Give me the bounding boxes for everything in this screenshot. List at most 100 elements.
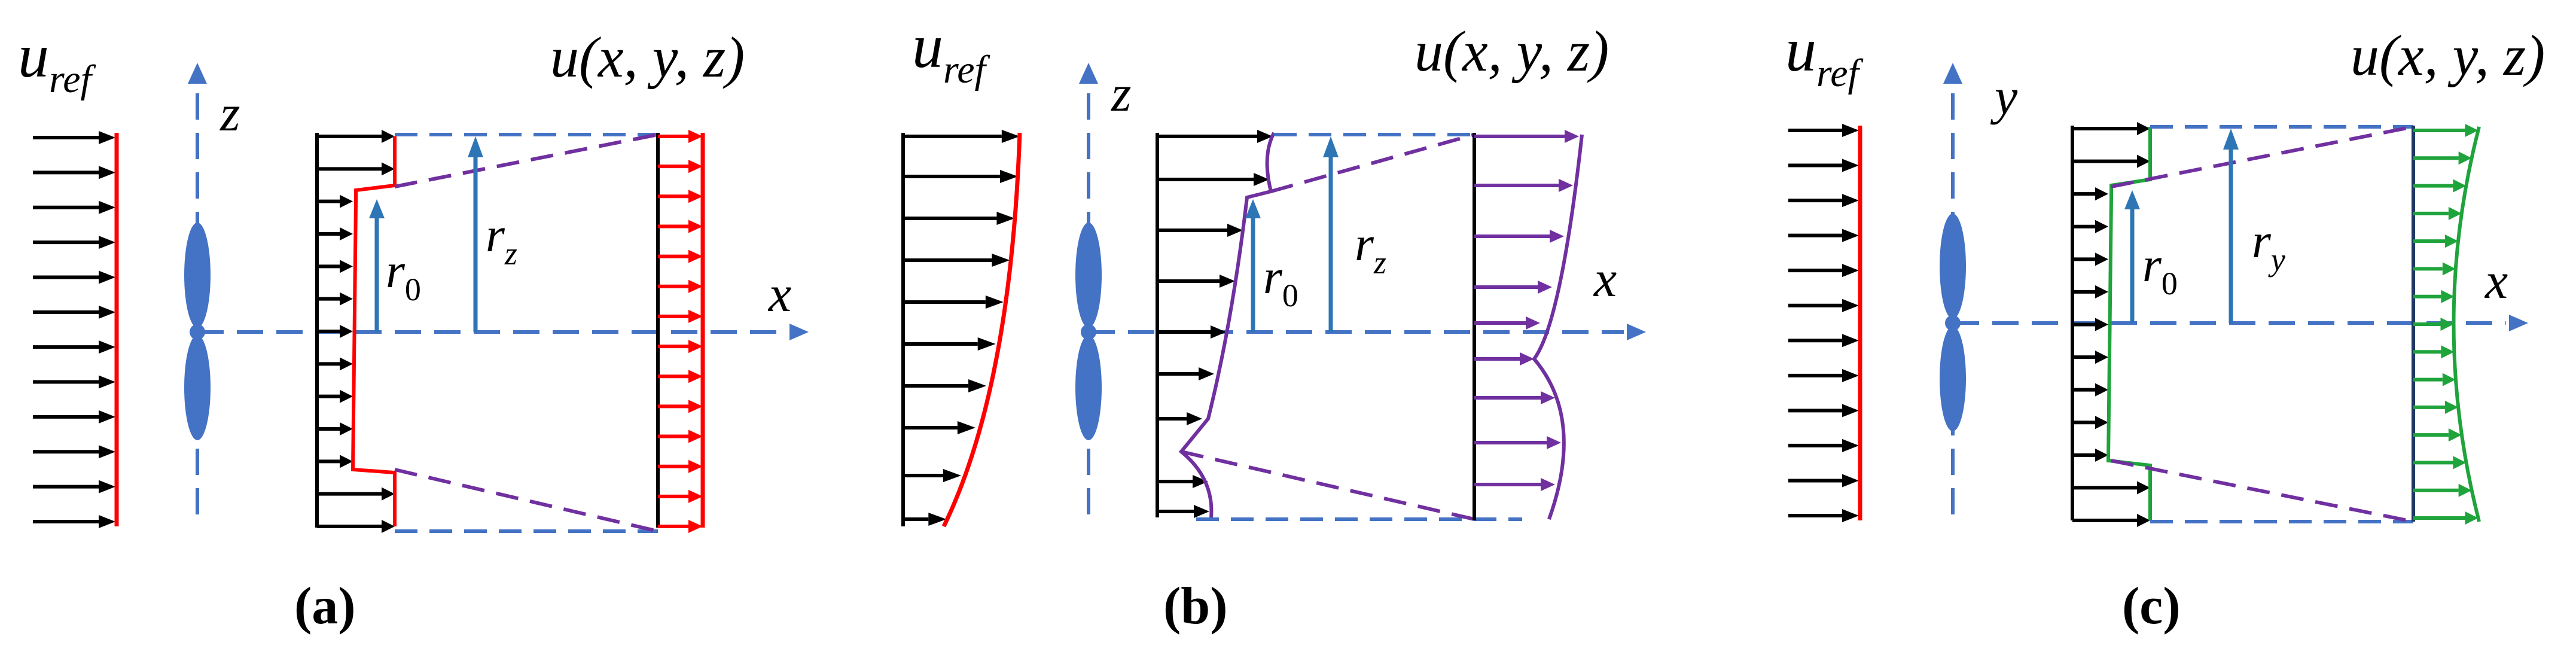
velocity-arrowhead bbox=[1842, 404, 1859, 418]
horizontal-axis-label: x bbox=[1593, 250, 1617, 307]
velocity-arrowhead bbox=[99, 375, 115, 389]
rz-label: rz bbox=[486, 208, 517, 272]
velocity-arrowhead bbox=[2465, 124, 2479, 137]
velocity-arrowhead bbox=[1541, 391, 1555, 404]
velocity-arrowhead bbox=[99, 166, 115, 179]
velocity-arrowhead bbox=[688, 160, 703, 173]
velocity-arrowhead bbox=[2445, 400, 2459, 414]
caption-c: (c) bbox=[2122, 577, 2181, 635]
velocity-arrowhead bbox=[985, 296, 1004, 309]
velocity-arrowhead bbox=[2095, 252, 2108, 266]
velocity-arrowhead bbox=[2095, 383, 2108, 397]
vertical-axis-label: y bbox=[1990, 68, 2018, 125]
ref-label: uref bbox=[912, 12, 990, 92]
velocity-arrowhead bbox=[2095, 220, 2108, 233]
velocity-arrowhead bbox=[2441, 290, 2455, 303]
velocity-arrowhead bbox=[382, 487, 395, 501]
velocity-arrowhead bbox=[957, 421, 975, 434]
velocity-arrowhead bbox=[2465, 511, 2479, 525]
velocity-arrowhead bbox=[1187, 412, 1202, 425]
velocity-arrowhead bbox=[1547, 436, 1561, 449]
velocity-arrowhead bbox=[688, 429, 703, 443]
wake-boundary-lower bbox=[2111, 459, 2414, 523]
velocity-arrowhead bbox=[2458, 151, 2472, 165]
velocity-arrowhead bbox=[99, 410, 115, 424]
velocity-arrowhead bbox=[2442, 373, 2456, 386]
velocity-arrowhead bbox=[99, 480, 115, 494]
velocity-arrowhead bbox=[340, 194, 353, 208]
velocity-arrowhead bbox=[99, 200, 115, 214]
velocity-arrowhead bbox=[1559, 179, 1573, 192]
wake-boundary-upper bbox=[2111, 125, 2414, 188]
outlet-profile-arrows bbox=[658, 130, 703, 533]
velocity-arrowhead bbox=[928, 513, 947, 526]
inlet-profile-arrows bbox=[1157, 130, 1273, 518]
wake-boundary-lower bbox=[1181, 450, 1475, 521]
rz-arrow bbox=[468, 136, 483, 332]
velocity-arrowhead bbox=[2448, 206, 2462, 220]
velocity-arrowhead bbox=[1220, 275, 1235, 288]
velocity-arrowhead bbox=[1842, 124, 1859, 137]
velocity-arrowhead bbox=[968, 379, 987, 392]
ref-label: uref bbox=[18, 22, 96, 101]
velocity-arrowhead bbox=[1842, 298, 1859, 312]
wake-boundary-upper bbox=[394, 133, 659, 188]
r0-label: r0 bbox=[2142, 237, 2178, 301]
velocity-arrowhead bbox=[688, 459, 703, 473]
velocity-arrowhead bbox=[1842, 509, 1859, 522]
rz-label: rz bbox=[1355, 217, 1386, 281]
velocity-arrowhead bbox=[99, 236, 115, 249]
rz-arrow bbox=[1323, 136, 1339, 332]
velocity-arrowhead bbox=[2095, 416, 2108, 429]
caption-b: (b) bbox=[1163, 577, 1228, 635]
r0-label: r0 bbox=[386, 243, 421, 307]
outlet-profile-arrows bbox=[1474, 130, 1579, 491]
velocity-arrowhead bbox=[688, 249, 703, 263]
velocity-arrowhead bbox=[1526, 316, 1540, 330]
velocity-arrowhead bbox=[2137, 481, 2150, 495]
velocity-arrowhead bbox=[1842, 368, 1859, 382]
ref-profile-curve bbox=[941, 132, 1022, 528]
ry-arrow bbox=[2223, 129, 2239, 323]
velocity-arrowhead bbox=[2137, 514, 2150, 527]
r0-arrow bbox=[2124, 190, 2140, 323]
velocity-arrowhead bbox=[1211, 325, 1226, 339]
velocity-arrowhead bbox=[2137, 154, 2150, 168]
velocity-arrowhead bbox=[1193, 475, 1208, 488]
velocity-arrowhead bbox=[1541, 478, 1555, 491]
inlet-profile-arrows bbox=[317, 130, 395, 533]
outlet-profile-arrows bbox=[2413, 124, 2479, 525]
velocity-arrowhead bbox=[1842, 194, 1859, 208]
velocity-arrowhead bbox=[340, 455, 353, 468]
velocity-arrowhead bbox=[1254, 173, 1269, 186]
velocity-arrowhead bbox=[340, 422, 353, 435]
velocity-arrowhead bbox=[1227, 224, 1243, 237]
vertical-axis-label: z bbox=[220, 84, 240, 142]
velocity-arrowhead bbox=[2095, 285, 2108, 298]
field-label: u(x, y, z) bbox=[550, 25, 745, 89]
outlet-profile-curve bbox=[1532, 134, 1584, 520]
velocity-arrowhead bbox=[2448, 428, 2462, 442]
velocity-arrowhead bbox=[99, 340, 115, 354]
velocity-arrowhead bbox=[688, 400, 703, 413]
velocity-arrowhead bbox=[2442, 262, 2456, 276]
horizontal-axis bbox=[197, 324, 809, 340]
velocity-arrowhead bbox=[2445, 234, 2459, 248]
velocity-arrowhead bbox=[688, 520, 703, 533]
velocity-arrowhead bbox=[340, 357, 353, 371]
velocity-arrowhead bbox=[382, 162, 395, 176]
vertical-axis-label: z bbox=[1111, 65, 1131, 122]
r0-arrow bbox=[369, 199, 385, 332]
velocity-arrowhead bbox=[996, 212, 1015, 225]
ref-label: uref bbox=[1785, 16, 1864, 95]
velocity-arrowhead bbox=[992, 254, 1010, 267]
r0-arrow bbox=[1245, 199, 1261, 332]
velocity-arrowhead bbox=[977, 337, 996, 351]
velocity-arrowhead bbox=[99, 270, 115, 284]
ref-profile-arrows bbox=[903, 130, 1020, 526]
wake-boundary-lower bbox=[394, 468, 659, 533]
wake-boundary-upper bbox=[1270, 133, 1475, 193]
outlet-profile-curve bbox=[2452, 126, 2481, 522]
velocity-arrowhead bbox=[2440, 318, 2454, 331]
